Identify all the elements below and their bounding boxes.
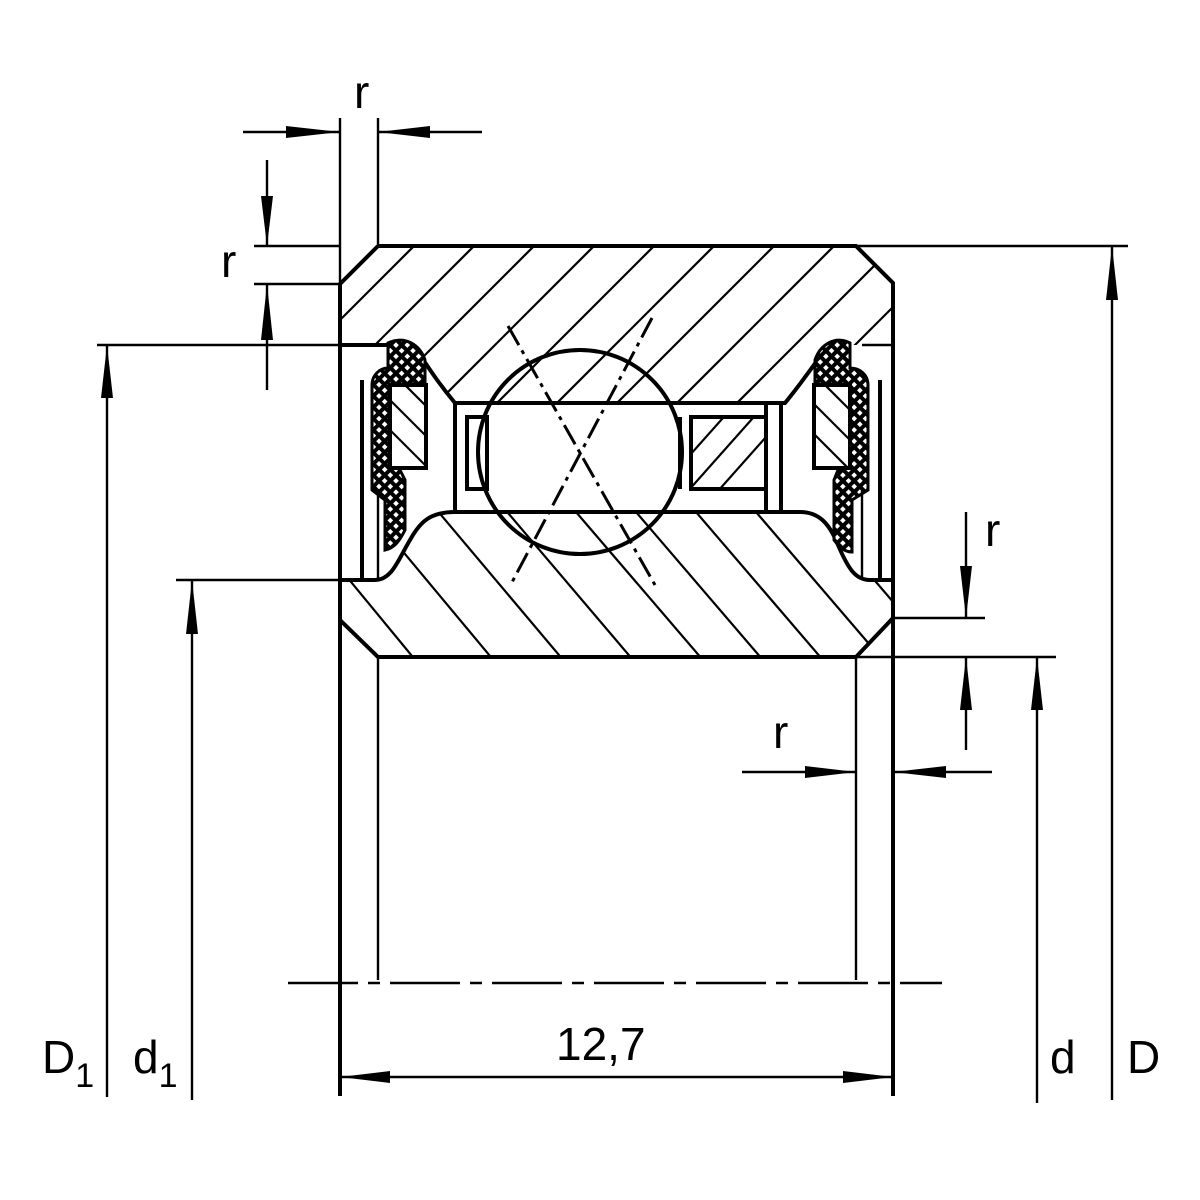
left-seal-shield [388,383,428,470]
label-r-left: r [221,235,236,287]
dimension-d: d [1031,657,1076,1103]
dimension-d1: d1 [133,580,198,1100]
label-D1: D1 [42,1031,94,1095]
inner-ring-outline [338,510,895,659]
left-seal-body [370,338,427,552]
left-seal [360,338,428,580]
dimension-D: D [1106,246,1160,1100]
ball-circle [476,348,684,556]
contact-line-1 [506,325,657,586]
dimension-r-left: r [221,160,273,390]
extension-lines [97,118,1128,1096]
contact-line-2 [508,317,654,587]
dimension-width: 12,7 [340,1018,893,1083]
right-seal [812,338,882,580]
dimension-r-right-horizontal: r [742,706,992,778]
ball [453,317,785,587]
right-seal-shield [812,383,852,470]
label-width: 12,7 [556,1018,646,1070]
label-r-right-lower: r [773,706,788,758]
label-D: D [1127,1031,1160,1083]
dimension-D1: D1 [42,345,113,1097]
cage-right-hatch [691,417,766,489]
label-d1: d1 [133,1031,178,1095]
label-r-right-upper: r [985,504,1000,556]
dimension-r-right-vertical: r [960,504,1000,750]
label-r-top: r [354,66,369,118]
cage-left [465,415,489,491]
right-seal-body [813,338,870,554]
label-d: d [1050,1031,1076,1083]
dimension-r-top: r [243,66,482,138]
